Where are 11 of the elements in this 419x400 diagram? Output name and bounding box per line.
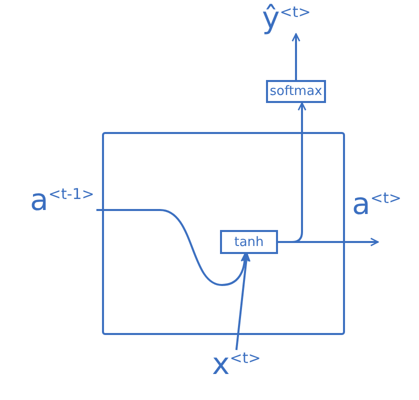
variable-label: a$^{<t-1>}$ — [30, 186, 94, 216]
arrow — [96, 209, 250, 286]
activation-box: softmax — [266, 80, 326, 103]
variable-label: ŷ$^{<t>}$ — [262, 4, 311, 34]
variable-label: x$^{<t>}$ — [212, 350, 261, 380]
arrow — [278, 102, 306, 243]
arrow — [292, 33, 300, 80]
rnn-cell-box — [102, 132, 345, 335]
activation-box: tanh — [220, 230, 278, 254]
variable-label: a$^{<t>}$ — [352, 190, 402, 242]
arrow — [235, 253, 250, 350]
